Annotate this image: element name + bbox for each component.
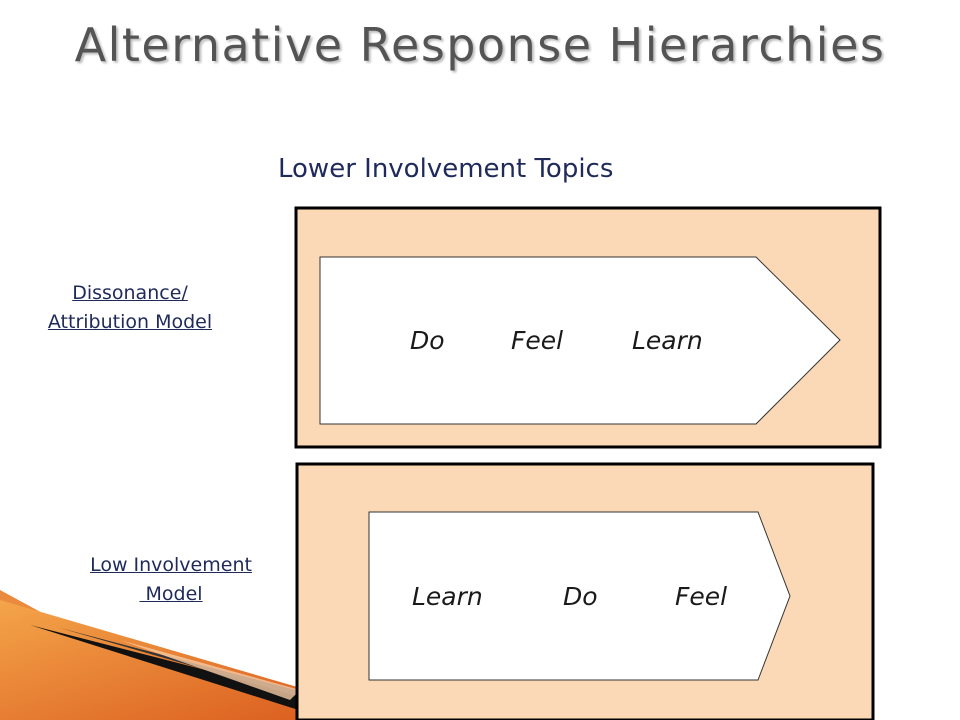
step-do: Do — [410, 326, 445, 355]
dissonance-attribution-model-link[interactable]: Dissonance/ Attribution Model — [47, 282, 213, 333]
step-learn: Learn — [632, 326, 703, 355]
page-title: Alternative Response Hierarchies — [74, 18, 886, 72]
low-involvement-model-link[interactable]: Low Involvement Model — [90, 554, 252, 605]
step-learn: Learn — [412, 582, 483, 611]
sequence-arrow-low-involvement — [368, 511, 791, 681]
sequence-arrow-dissonance — [319, 256, 841, 425]
step-feel: Feel — [675, 582, 728, 611]
step-feel: Feel — [511, 326, 564, 355]
step-do: Do — [563, 582, 598, 611]
diagram-subtitle: Lower Involvement Topics — [278, 154, 614, 184]
